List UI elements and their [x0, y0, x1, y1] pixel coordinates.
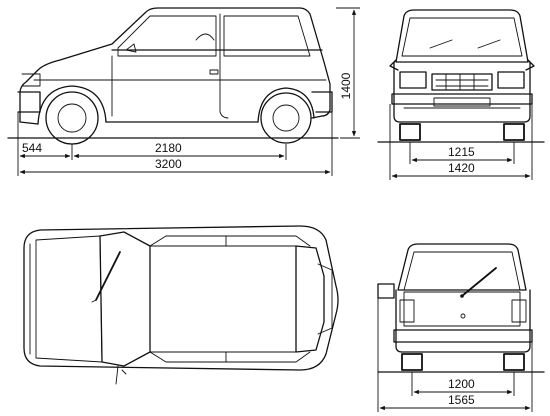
dim-front-track: 1215 [448, 145, 475, 159]
dim-wheelbase: 2180 [155, 141, 182, 155]
top-view [23, 225, 339, 385]
dim-rear-width: 1565 [448, 393, 475, 407]
dim-height: 1400 [339, 72, 353, 99]
dim-front-width: 1420 [448, 161, 475, 175]
front-view [377, 9, 545, 180]
dim-front-overhang: 544 [22, 141, 42, 155]
side-view [7, 7, 360, 176]
dim-rear-track: 1200 [448, 377, 475, 391]
rear-view [377, 243, 545, 412]
dim-overall-length: 3200 [155, 157, 182, 171]
